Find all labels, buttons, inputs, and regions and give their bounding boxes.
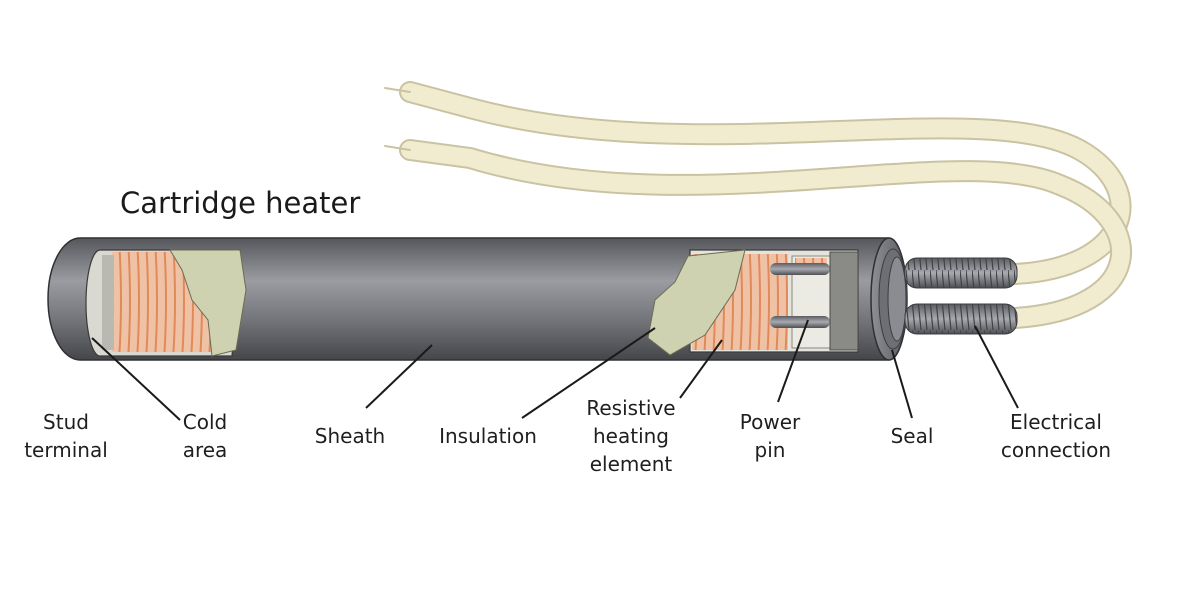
label-cold-area: Cold area — [182, 410, 228, 462]
label-electrical-connection: Electrical connection — [1000, 410, 1112, 462]
label-insulation: Insulation — [439, 424, 537, 448]
diagram-title: Cartridge heater — [120, 186, 361, 220]
label-resistive-heating-element: Resistive heating element — [586, 396, 676, 476]
label-power-pin: Power pin — [739, 410, 801, 462]
heating-zone-cutaway — [647, 249, 859, 356]
leader-seal — [891, 349, 913, 419]
leader-electrical-connection — [974, 325, 1019, 409]
leader-sheath — [365, 344, 433, 409]
electrical-connection-pins — [904, 257, 1018, 335]
label-seal: Seal — [890, 424, 934, 448]
leader-cold-area — [91, 337, 181, 421]
label-sheath: Sheath — [314, 424, 386, 448]
cold-area-cutaway — [85, 249, 247, 357]
leader-lines — [91, 319, 1019, 421]
label-stud-terminal: Stud terminal — [24, 410, 108, 462]
lead-wires — [384, 81, 1133, 329]
leader-resistive-element — [679, 339, 723, 399]
seal — [870, 237, 908, 361]
leader-insulation — [521, 327, 656, 419]
leader-power-pin — [777, 319, 809, 403]
